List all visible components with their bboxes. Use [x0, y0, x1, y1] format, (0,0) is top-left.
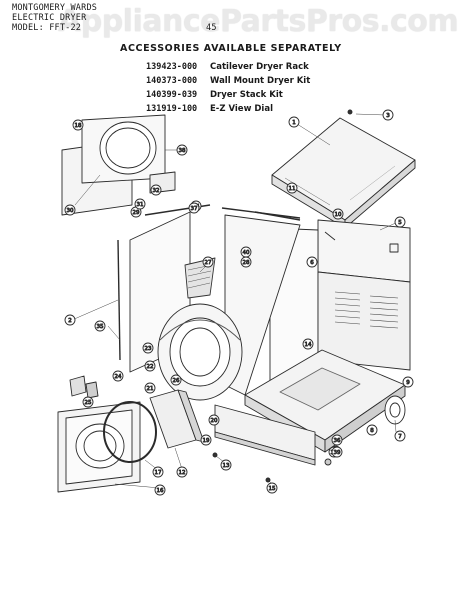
callout-37: 37	[188, 202, 200, 214]
callout-38: 38	[176, 144, 188, 156]
svg-text:1: 1	[292, 120, 296, 126]
rear-panel	[317, 219, 411, 283]
callout-13: 13	[220, 459, 232, 471]
callout-10: 10	[332, 208, 344, 220]
callout-27: 27	[202, 256, 214, 268]
callout-20: 20	[208, 414, 220, 426]
accessory-description: Wall Mount Dryer Kit	[210, 76, 311, 86]
svg-text:9: 9	[406, 380, 410, 386]
door-assembly	[61, 114, 176, 216]
watermark: AppliancePartsPros.com	[58, 4, 459, 39]
callout-16: 16	[154, 484, 166, 496]
header-type: ELECTRIC DRYER	[12, 13, 87, 23]
svg-text:21: 21	[147, 386, 154, 392]
svg-text:8: 8	[370, 428, 374, 434]
top-panel	[271, 117, 416, 229]
lint-duct	[149, 389, 205, 449]
svg-text:16: 16	[157, 488, 164, 494]
accessory-part-number: 140373-000	[146, 76, 198, 86]
svg-text:5: 5	[398, 220, 402, 226]
callout-7: 7	[394, 430, 406, 442]
svg-text:20: 20	[211, 418, 218, 424]
accessory-part-number: 139423-000	[146, 62, 198, 72]
callout-36: 36	[331, 434, 343, 446]
svg-text:31: 31	[137, 202, 144, 208]
callout-35: 35	[94, 320, 106, 332]
accessory-part-number: 131919-100	[146, 104, 198, 114]
svg-text:36: 36	[334, 438, 341, 444]
callout-19: 19	[200, 434, 212, 446]
header-brand: MONTGOMERY WARDS	[12, 3, 98, 13]
callout-28: 28	[240, 256, 252, 268]
svg-text:3: 3	[386, 113, 390, 119]
callout-11: 11	[286, 182, 298, 194]
callout-6: 6	[306, 256, 318, 268]
svg-text:10: 10	[335, 212, 342, 218]
svg-text:19: 19	[203, 438, 210, 444]
svg-text:26: 26	[173, 378, 180, 384]
svg-text:37: 37	[191, 206, 198, 212]
callout-26: 26	[170, 374, 182, 386]
accessory-description: E-Z View Dial	[210, 104, 273, 114]
accessory-description: Catilever Dryer Rack	[210, 62, 309, 72]
callout-3: 3	[382, 109, 394, 121]
callout-15: 15	[266, 482, 278, 494]
svg-text:29: 29	[133, 210, 140, 216]
svg-text:18: 18	[75, 123, 82, 129]
front-panel	[57, 401, 141, 493]
callout-5: 5	[394, 216, 406, 228]
svg-text:13: 13	[223, 463, 230, 469]
svg-text:6: 6	[310, 260, 314, 266]
callout-22: 22	[144, 360, 156, 372]
cabinet-base	[244, 349, 406, 453]
svg-text:40: 40	[243, 250, 250, 256]
callout-21: 21	[144, 382, 156, 394]
svg-text:25: 25	[85, 400, 92, 406]
svg-text:28: 28	[243, 260, 250, 266]
callout-2: 2	[64, 314, 76, 326]
callout-40: 40	[240, 246, 252, 258]
hardware-parts	[69, 109, 353, 483]
callout-30: 30	[64, 204, 76, 216]
svg-text:39: 39	[334, 450, 341, 456]
svg-text:17: 17	[155, 470, 162, 476]
svg-text:22: 22	[147, 364, 154, 370]
svg-text:15: 15	[269, 486, 276, 492]
svg-text:35: 35	[97, 324, 104, 330]
svg-text:30: 30	[67, 208, 74, 214]
callout-markers: 1 3 5 6 7 8 9 10 11 12 13 14 15 16 17 18…	[64, 109, 414, 496]
header-model-suffix: 45	[206, 23, 217, 33]
callout-39: 39	[331, 446, 343, 458]
callout-24: 24	[112, 370, 124, 382]
callout-23: 23	[142, 342, 154, 354]
callout-25: 25	[82, 396, 94, 408]
accessory-part-number: 140399-039	[146, 90, 198, 100]
svg-text:14: 14	[305, 342, 312, 348]
callout-14: 14	[302, 338, 314, 350]
header-model: MODEL: FFT-22	[12, 23, 82, 33]
svg-text:12: 12	[179, 470, 186, 476]
svg-text:24: 24	[115, 374, 122, 380]
svg-text:32: 32	[153, 188, 160, 194]
svg-text:38: 38	[179, 148, 186, 154]
callout-17: 17	[152, 466, 164, 478]
accessory-description: Dryer Stack Kit	[210, 90, 283, 100]
svg-text:2: 2	[68, 318, 72, 324]
callout-12: 12	[176, 466, 188, 478]
svg-text:27: 27	[205, 260, 212, 266]
callout-1: 1	[288, 116, 300, 128]
callout-31: 31	[134, 198, 146, 210]
callout-29: 29	[130, 206, 142, 218]
callout-18: 18	[72, 119, 84, 131]
callout-8: 8	[366, 424, 378, 436]
svg-text:11: 11	[289, 186, 296, 192]
callout-32: 32	[150, 184, 162, 196]
door-seal	[103, 401, 157, 463]
svg-text:23: 23	[145, 346, 152, 352]
accessories-title: ACCESSORIES AVAILABLE SEPARATELY	[120, 43, 342, 54]
callout-9: 9	[402, 376, 414, 388]
svg-text:7: 7	[398, 434, 402, 440]
